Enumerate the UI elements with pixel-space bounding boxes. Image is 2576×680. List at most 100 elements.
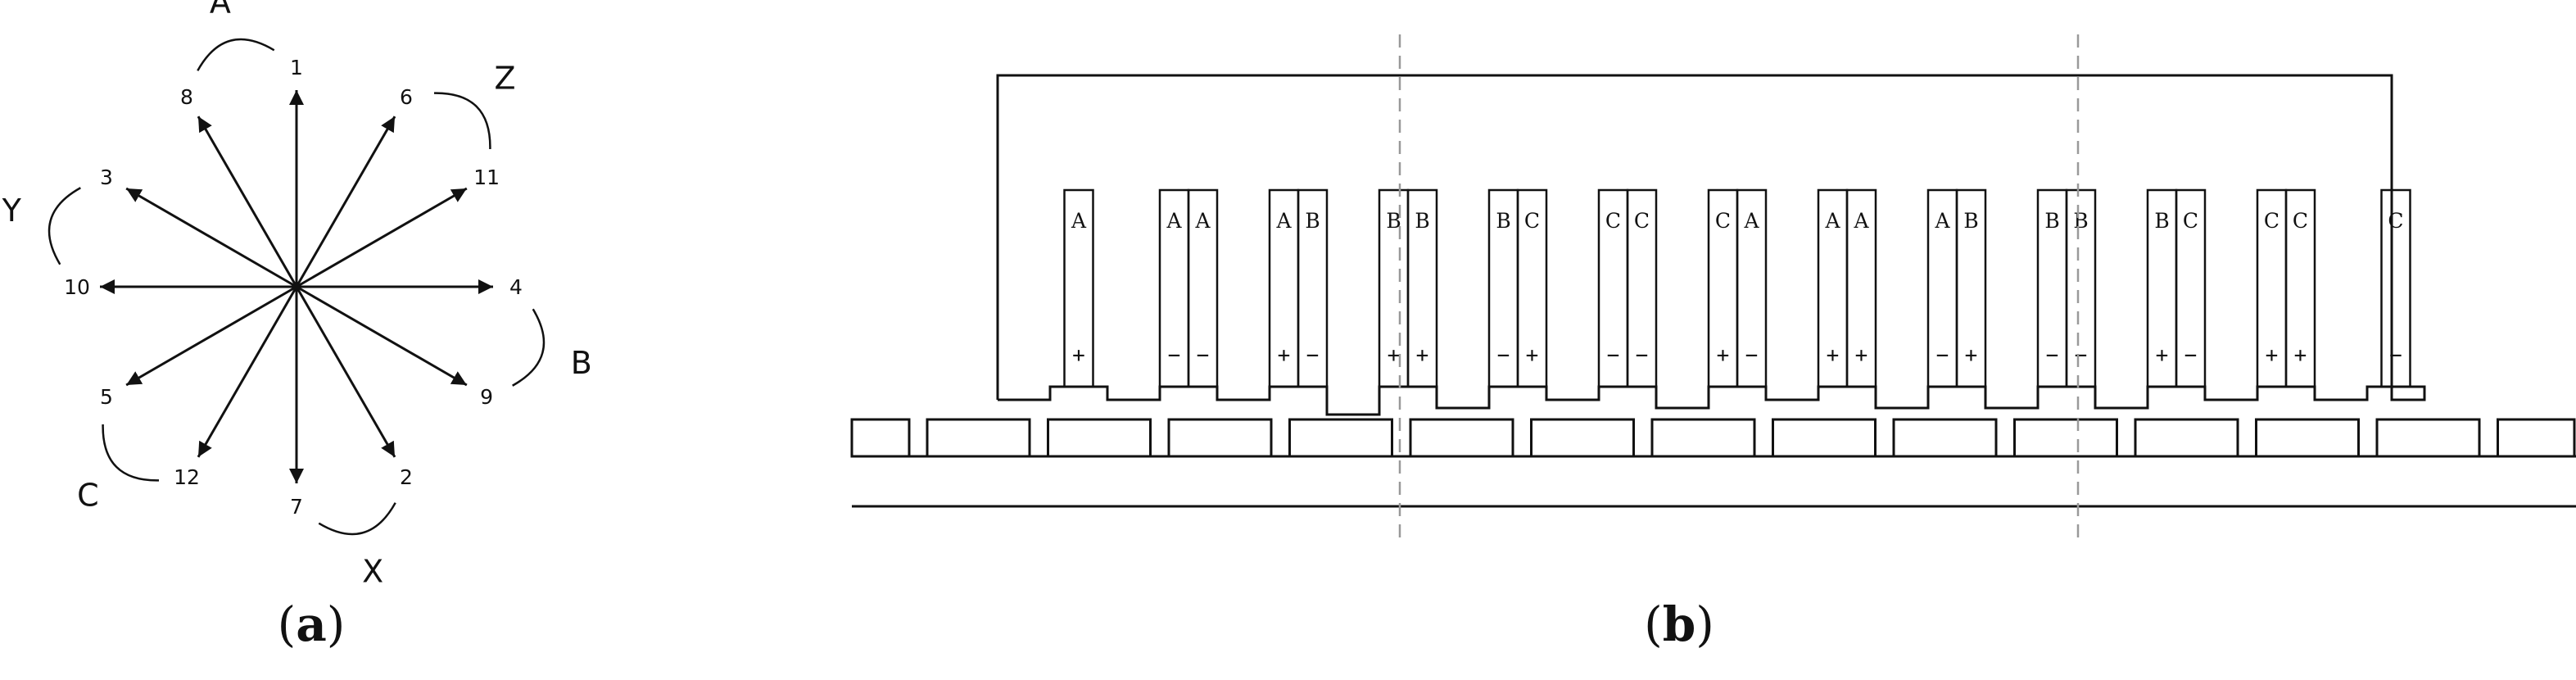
coil-direction-sign: − xyxy=(2046,343,2059,368)
coil-phase-label: A xyxy=(1934,209,1950,233)
vector-label: 4 xyxy=(509,275,523,299)
coil-direction-sign: − xyxy=(2389,343,2402,368)
coil-side: C+ xyxy=(1516,188,1548,388)
vector-arrow-2 xyxy=(295,286,396,458)
phase-group-arc xyxy=(197,38,275,71)
coil-side: A+ xyxy=(1063,188,1094,388)
phase-group-label: Y xyxy=(2,193,22,229)
vector-label: 8 xyxy=(180,85,193,109)
phase-group-arc xyxy=(512,308,546,387)
coil-side-box xyxy=(1626,188,1658,388)
coil-side-box xyxy=(2380,188,2411,388)
coil-side: A+ xyxy=(1268,188,1300,388)
mover-block xyxy=(2134,418,2239,458)
coil-direction-sign: + xyxy=(1855,343,1868,368)
coil-phase-label: C xyxy=(2264,209,2279,233)
coil-direction-sign: − xyxy=(2184,343,2198,368)
coil-phase-label: A xyxy=(1071,209,1087,233)
coil-side: C+ xyxy=(2284,188,2316,388)
vector-arrow-3 xyxy=(125,187,297,288)
vector-label: 1 xyxy=(290,56,303,79)
coil-direction-sign: − xyxy=(1936,343,1949,368)
vector-arrow-5 xyxy=(125,285,297,387)
phase-group-label: A xyxy=(210,0,231,20)
coil-side-box xyxy=(2284,188,2316,388)
mover-block xyxy=(1530,418,1635,458)
stator-core-outline xyxy=(996,74,2426,416)
coil-phase-label: B xyxy=(1963,209,1978,233)
coil-phase-label: C xyxy=(1524,209,1540,233)
coil-phase-label: A xyxy=(1166,209,1182,233)
coil-phase-label: B xyxy=(2154,209,2169,233)
phase-group-label: X xyxy=(362,554,383,590)
stator-core xyxy=(996,74,2426,416)
phase-group-arc xyxy=(48,187,81,265)
coil-side: B+ xyxy=(2146,188,2178,388)
coil-phase-label: B xyxy=(1496,209,1510,233)
coil-direction-sign: + xyxy=(1278,343,1291,368)
coil-direction-sign: − xyxy=(1306,343,1320,368)
coil-side-box xyxy=(1406,188,1438,388)
vector-arrow-8 xyxy=(197,116,298,288)
coil-side: B+ xyxy=(1406,188,1438,388)
coil-side: B− xyxy=(2036,188,2068,388)
phase-group-arc xyxy=(318,502,396,536)
coil-direction-sign: + xyxy=(1965,343,1978,368)
coil-side: A+ xyxy=(1817,188,1849,388)
vector-arrow-9 xyxy=(296,285,468,387)
coil-direction-sign: + xyxy=(1388,343,1401,368)
coil-phase-label: C xyxy=(2293,209,2308,233)
star-center xyxy=(293,283,300,290)
coil-direction-sign: − xyxy=(1745,343,1759,368)
vector-label: 6 xyxy=(400,85,413,109)
star-vectors xyxy=(100,90,493,483)
coil-side-box xyxy=(2065,188,2097,388)
coil-direction-sign: − xyxy=(1497,343,1510,368)
coil-side: C− xyxy=(1597,188,1629,388)
coil-side-box xyxy=(2175,188,2207,388)
coil-direction-sign: + xyxy=(1072,343,1085,368)
vector-label: 9 xyxy=(480,385,493,409)
coil-direction-sign: + xyxy=(2294,343,2307,368)
phase-group-arc xyxy=(102,424,160,482)
phase-group-label: C xyxy=(77,478,99,514)
coil-phase-label: C xyxy=(1715,209,1731,233)
vector-label: 7 xyxy=(290,495,303,519)
coil-side: C+ xyxy=(1707,188,1739,388)
mover-block xyxy=(1047,418,1152,458)
vector-label: 3 xyxy=(100,165,113,189)
coil-side-box xyxy=(1955,188,1987,388)
coil-side-box xyxy=(1297,188,1329,388)
mover-block xyxy=(1288,418,1393,458)
mover-block xyxy=(1409,418,1514,458)
coil-side: A− xyxy=(1187,188,1219,388)
caption-a: (a) xyxy=(278,596,346,652)
mover-block xyxy=(2255,418,2360,458)
coil-side: B− xyxy=(2065,188,2097,388)
coil-phase-label: B xyxy=(2044,209,2059,233)
coil-side: C− xyxy=(1626,188,1658,388)
coil-direction-sign: − xyxy=(1607,343,1620,368)
mover-block xyxy=(926,418,1031,458)
coil-direction-sign: + xyxy=(1717,343,1730,368)
vector-arrow-12 xyxy=(197,286,298,458)
coil-side-box xyxy=(1845,188,1877,388)
coil-direction-sign: − xyxy=(1168,343,1181,368)
pole-pitch-dividers xyxy=(1398,34,2080,545)
vector-label: 12 xyxy=(174,465,200,489)
coil-side: C− xyxy=(2175,188,2207,388)
coil-side: C− xyxy=(2380,188,2411,388)
coil-side: B+ xyxy=(1378,188,1410,388)
winding-layout-diagram: A+A−A−A+B−B+B+B−C+C−C−C+A−A+A+A−B+B−B−B+… xyxy=(850,34,2576,545)
coil-side: B− xyxy=(1297,188,1329,388)
coil-phase-label: C xyxy=(1605,209,1621,233)
coil-side: B+ xyxy=(1955,188,1987,388)
vector-arrow-11 xyxy=(296,187,468,288)
vector-arrow-6 xyxy=(295,116,396,288)
coil-side: A+ xyxy=(1845,188,1877,388)
mover-block xyxy=(850,418,911,458)
coil-phase-label: B xyxy=(2073,209,2088,233)
caption-b: (b) xyxy=(1644,596,1714,652)
